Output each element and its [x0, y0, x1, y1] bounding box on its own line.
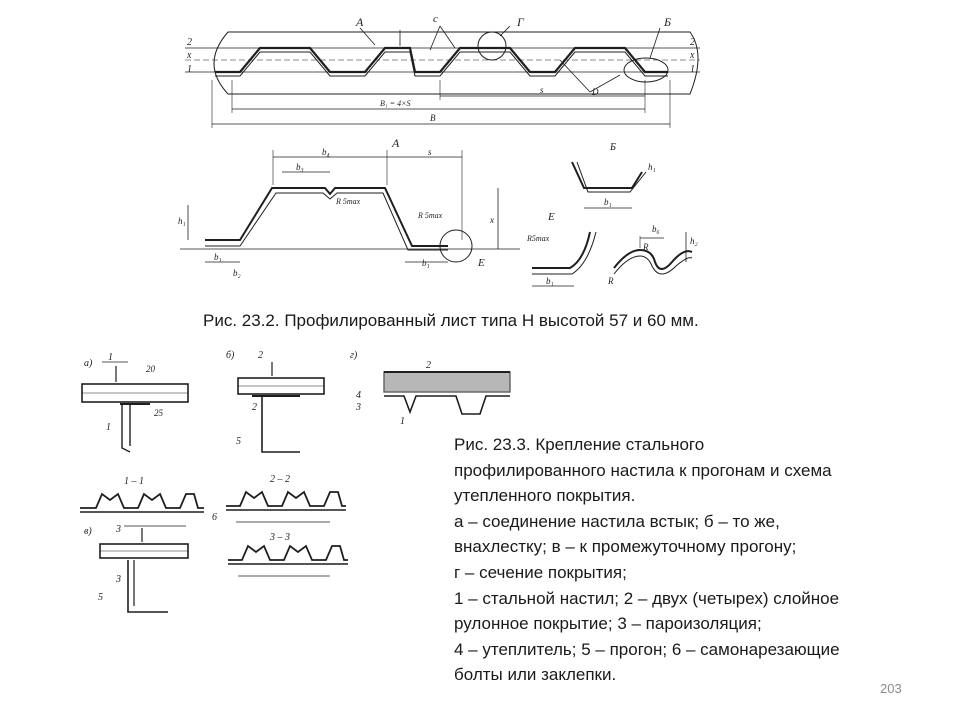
label-h1-B: h₁ — [648, 162, 656, 172]
label-b1-B: b₁ — [604, 197, 612, 207]
label-b: б) — [226, 350, 235, 361]
label-Rmax-E: R5max — [526, 234, 550, 243]
label-E: Е — [477, 257, 485, 269]
label-b1-detail: b₁ — [214, 252, 222, 262]
label-c: с — [433, 13, 438, 25]
fig-23-2-detail-E: Е R5max b₁ — [526, 211, 597, 287]
label-b1-right: b₁ — [422, 258, 430, 268]
label-b3: b₃ — [296, 162, 304, 172]
fig-23-3-b: б) 2 2 5 — [226, 350, 325, 453]
label-v-5: 5 — [98, 592, 103, 603]
label-A: А — [355, 15, 364, 29]
label-R-1: R — [642, 242, 649, 252]
fig-23-3-section-1-1: 1 – 1 — [80, 476, 204, 527]
label-B-detail: Б — [609, 142, 616, 153]
label-h2: h₂ — [690, 236, 698, 246]
label-Rmax-1: R 5max — [335, 197, 361, 206]
label-x-left: x — [186, 50, 192, 61]
figure-caption-23-2: Рис. 23.2. Профилированный лист типа Н в… — [203, 311, 699, 330]
label-Rmax-2: R 5max — [417, 211, 443, 220]
fig-23-3-section-3-3: 3 – 3 — [228, 532, 348, 577]
fig-23-2-detail-A: А b₄ s b₃ R 5max R 5max h₁ x b₁ b₂ b₁ Е — [178, 136, 520, 278]
fig-23-2-full-profile: А с Г Б D 2 x 1 2 x 1 s B₁ = 4×S B — [185, 13, 700, 128]
label-g-1: 1 — [400, 416, 405, 427]
caption-line: г – сечение покрытия; — [454, 562, 627, 582]
label-A-detail: А — [391, 136, 400, 150]
label-1-left: 1 — [187, 64, 192, 75]
label-R-2: R — [607, 276, 614, 286]
caption-line: а – соединение настила встык; б – то же, — [454, 511, 780, 531]
label-b1-E: b₁ — [546, 276, 554, 286]
label-section-11: 1 – 1 — [124, 476, 144, 487]
label-d25: 25 — [154, 408, 164, 418]
label-g-3: 3 — [355, 402, 361, 413]
label-x-detail: x — [489, 215, 494, 225]
label-g-4: 4 — [356, 390, 361, 401]
label-b6: b₆ — [652, 224, 660, 234]
label-a-1-top: 1 — [108, 352, 113, 363]
label-s-detail: s — [428, 147, 432, 157]
label-h1: h₁ — [178, 216, 186, 226]
fig-23-3-a: а) 1 20 25 1 — [81, 352, 189, 453]
label-x-right: x — [689, 50, 695, 61]
caption-line: болты или заклепки. — [454, 665, 617, 685]
label-b2: b₂ — [233, 268, 241, 278]
label-section-22: 2 – 2 — [270, 474, 290, 485]
label-s: s — [540, 85, 544, 95]
label-G: Г — [516, 15, 525, 29]
label-b4: b₄ — [322, 147, 330, 157]
label-g: г) — [350, 350, 358, 361]
figure-caption-23-3: Рис. 23.3. Крепление стального профилиро… — [454, 432, 904, 688]
label-d20: 20 — [146, 364, 156, 374]
label-Bfull: B — [430, 113, 436, 123]
caption-line: профилированного настила к прогонам и сх… — [454, 460, 832, 480]
label-b-5: 5 — [236, 436, 241, 447]
label-2-right: 2 — [690, 37, 695, 48]
label-v: в) — [84, 526, 92, 537]
fig-23-3-v: в) 3 3 5 — [84, 524, 189, 613]
caption-line: Рис. 23.3. Крепление стального — [454, 435, 705, 454]
fig-23-2-detail-B: Б b₁ h₁ — [571, 142, 656, 209]
label-b-2-top: 2 — [258, 350, 263, 361]
caption-line: внахлестку; в – к промежуточному прогону… — [454, 537, 797, 557]
label-a: а) — [84, 358, 93, 369]
label-1-right: 1 — [690, 64, 695, 75]
caption-line: 1 – стальной настил; 2 – двух (четырех) … — [454, 588, 840, 608]
label-B1: B₁ = 4×S — [380, 99, 410, 108]
label-2-left: 2 — [187, 37, 192, 48]
label-D: D — [591, 87, 599, 97]
label-v-3: 3 — [115, 574, 121, 585]
label-b-2: 2 — [252, 402, 257, 413]
label-v-3-top: 3 — [115, 524, 121, 535]
label-a-1: 1 — [106, 422, 111, 433]
fig-23-3-g: г) 2 4 3 1 — [350, 350, 511, 427]
label-s22-6: 6 — [212, 512, 217, 523]
label-section-33: 3 – 3 — [269, 532, 290, 543]
label-g-2: 2 — [426, 360, 431, 371]
caption-line: 4 – утеплитель; 5 – прогон; 6 – самонаре… — [454, 639, 840, 659]
label-B: Б — [663, 15, 671, 29]
page-number: 203 — [880, 681, 902, 696]
label-E-detail: Е — [547, 211, 555, 223]
caption-line: утепленного покрытия. — [454, 486, 636, 506]
fig-23-2-detail-G: b₆ h₂ R R — [607, 224, 698, 286]
caption-line: рулонное покрытие; 3 – пароизоляция; — [454, 614, 762, 634]
fig-23-3-section-2-2: 2 – 2 6 — [212, 474, 346, 523]
